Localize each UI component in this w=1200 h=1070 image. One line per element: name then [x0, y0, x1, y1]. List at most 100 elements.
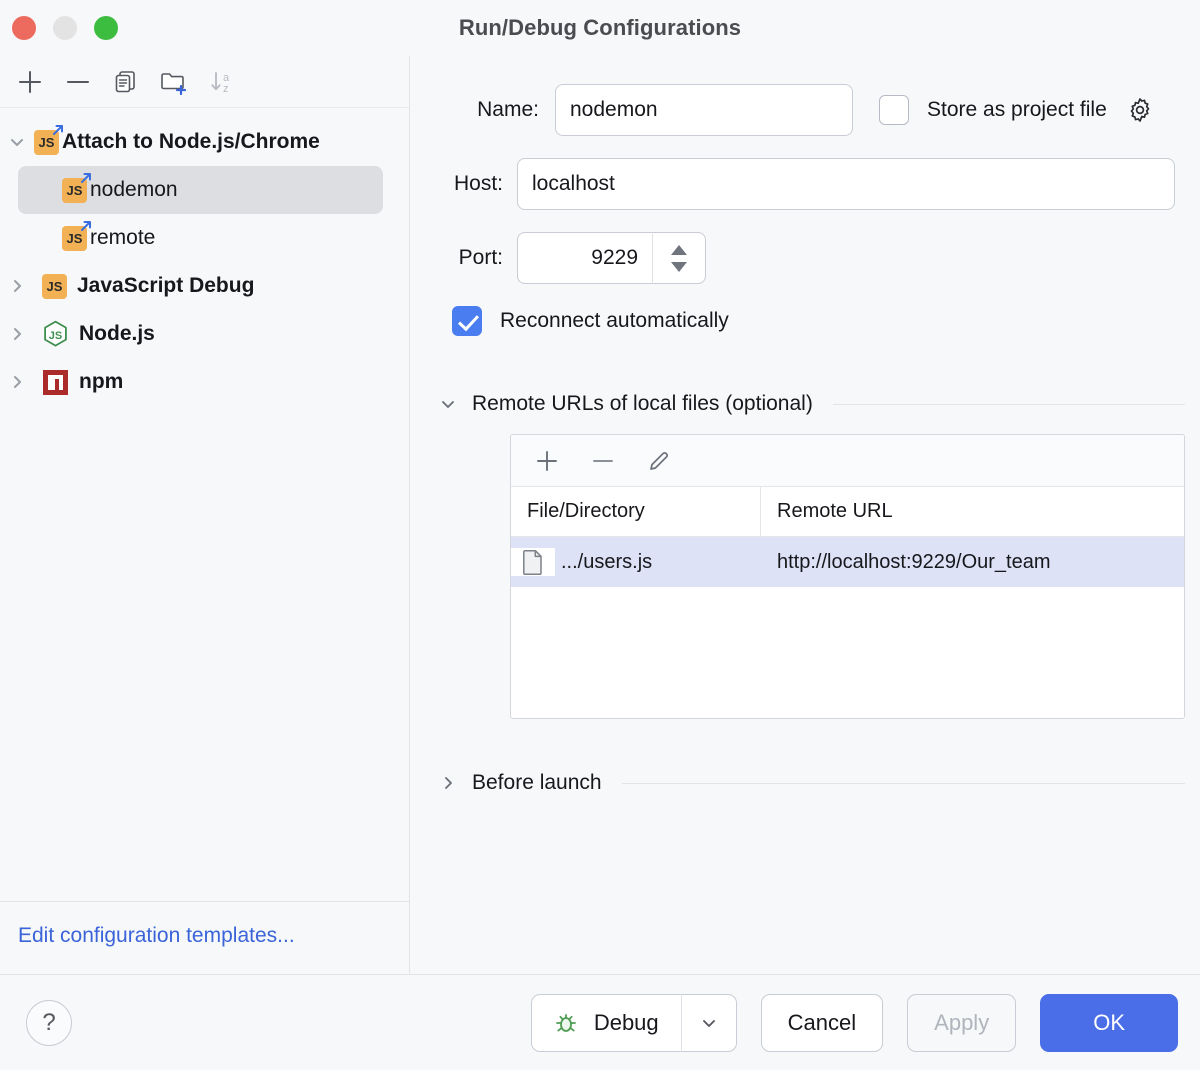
- remote-urls-table-header: File/Directory Remote URL: [511, 487, 1184, 537]
- host-input[interactable]: [517, 158, 1175, 210]
- copy-configuration-button[interactable]: [104, 62, 148, 102]
- chevron-right-icon[interactable]: [0, 372, 34, 392]
- tree-item-nodejs[interactable]: JS Node.js: [0, 310, 409, 358]
- port-label: Port:: [458, 246, 503, 269]
- reconnect-automatically-label: Reconnect automatically: [500, 309, 729, 332]
- chevron-right-icon[interactable]: [0, 324, 34, 344]
- configurations-toolbar: a z: [0, 56, 409, 108]
- chevron-right-icon[interactable]: [0, 276, 34, 296]
- tree-item-attach-to-nodejs-chrome[interactable]: JS Attach to Node.js/Chrome: [0, 118, 409, 166]
- port-stepper: [517, 232, 706, 284]
- table-empty-area: [511, 587, 1184, 718]
- edit-configuration-templates-link[interactable]: Edit configuration templates...: [18, 924, 295, 947]
- chevron-down-icon[interactable]: [438, 394, 458, 414]
- chevron-down-icon[interactable]: [0, 132, 34, 152]
- dialog-footer: ? Debug Cancel Apply OK: [0, 974, 1200, 1070]
- name-label: Name:: [477, 98, 539, 121]
- remove-url-mapping-button[interactable]: [583, 441, 623, 481]
- host-label: Host:: [453, 172, 503, 195]
- store-as-project-file-row: Store as project file: [879, 95, 1155, 125]
- debug-split-button: Debug: [530, 993, 737, 1052]
- chevron-right-icon[interactable]: [438, 773, 458, 793]
- port-input[interactable]: [517, 232, 652, 284]
- reconnect-automatically-checkbox[interactable]: [452, 306, 482, 336]
- debug-button[interactable]: Debug: [530, 993, 681, 1052]
- remote-urls-title: Remote URLs of local files (optional): [472, 392, 813, 415]
- port-spinner-buttons[interactable]: [652, 232, 706, 284]
- tree-item-label: nodemon: [90, 178, 178, 201]
- ok-button[interactable]: OK: [1040, 993, 1178, 1052]
- svg-text:JS: JS: [49, 330, 62, 342]
- cell-file-value: .../users.js: [561, 550, 653, 573]
- bug-icon: [552, 1009, 580, 1037]
- debug-button-label: Debug: [593, 1009, 659, 1035]
- spinner-up-icon[interactable]: [671, 244, 687, 255]
- tree-item-nodemon[interactable]: JS nodemon: [18, 166, 383, 214]
- maximize-window-button[interactable]: [94, 16, 118, 40]
- close-window-button[interactable]: [12, 16, 36, 40]
- store-as-project-file-label: Store as project file: [927, 98, 1107, 121]
- tree-item-label: npm: [79, 370, 124, 393]
- cancel-button[interactable]: Cancel: [760, 993, 884, 1052]
- svg-text:a: a: [223, 72, 230, 84]
- cell-url-value: http://localhost:9229/Our_team: [777, 550, 1051, 573]
- debug-dropdown-button[interactable]: [680, 993, 737, 1052]
- remote-urls-header[interactable]: Remote URLs of local files (optional): [438, 392, 1185, 416]
- table-row[interactable]: .../users.js http://localhost:9229/Our_t…: [511, 537, 1184, 587]
- column-header-remote-url[interactable]: Remote URL: [777, 500, 893, 522]
- footer-buttons: Debug Cancel Apply OK: [530, 993, 1178, 1052]
- configuration-form: Name: Store as project file: [410, 56, 1200, 795]
- configurations-panel: a z JS: [0, 56, 410, 974]
- js-attach-icon: JS: [62, 172, 91, 203]
- apply-button: Apply: [907, 993, 1017, 1052]
- page-title: Run/Debug Configurations: [458, 15, 742, 40]
- js-attach-icon: JS: [62, 220, 91, 251]
- sort-configurations-button[interactable]: a z: [200, 62, 244, 102]
- dialog-body: a z JS: [0, 56, 1200, 974]
- host-row: Host:: [410, 158, 1200, 210]
- reconnect-row: Reconnect automatically: [410, 306, 1200, 336]
- remove-configuration-button[interactable]: [56, 62, 100, 102]
- tree-item-label: Attach to Node.js/Chrome: [62, 130, 320, 153]
- title-bar: Run/Debug Configurations: [0, 0, 1200, 56]
- name-input[interactable]: [555, 84, 853, 136]
- section-divider: [621, 782, 1185, 784]
- cell-remote-url[interactable]: http://localhost:9229/Our_team: [761, 537, 1184, 587]
- svg-text:z: z: [223, 83, 229, 95]
- before-launch-section: Before launch: [410, 771, 1200, 795]
- new-folder-button[interactable]: [152, 62, 196, 102]
- add-url-mapping-button[interactable]: [527, 441, 567, 481]
- remote-urls-table-toolbar: [511, 435, 1184, 487]
- tree-item-npm[interactable]: npm: [0, 358, 409, 406]
- edit-url-mapping-button[interactable]: [639, 441, 679, 481]
- gear-icon[interactable]: [1125, 95, 1155, 125]
- window-controls: [12, 16, 118, 40]
- nodejs-icon: JS: [42, 320, 69, 349]
- before-launch-title: Before launch: [472, 771, 602, 794]
- port-row: Port:: [410, 232, 1200, 284]
- column-header-file-directory[interactable]: File/Directory: [511, 487, 761, 536]
- tree-item-remote[interactable]: JS remote: [0, 214, 409, 262]
- minimize-window-button[interactable]: [53, 16, 77, 40]
- js-attach-icon: JS: [34, 124, 63, 155]
- configurations-tree: JS Attach to Node.js/Chrome JS: [0, 108, 409, 901]
- file-icon: [511, 548, 555, 576]
- spinner-down-icon[interactable]: [671, 261, 687, 272]
- npm-icon: [42, 369, 69, 396]
- remote-urls-table: File/Directory Remote URL: [510, 434, 1185, 719]
- tree-item-label: remote: [90, 226, 156, 249]
- edit-templates-row: Edit configuration templates...: [0, 901, 409, 974]
- remote-urls-section: Remote URLs of local files (optional): [410, 392, 1200, 719]
- name-row: Name: Store as project file: [410, 84, 1200, 136]
- configuration-editor-panel: Name: Store as project file: [410, 56, 1200, 974]
- tree-item-label: JavaScript Debug: [77, 274, 255, 297]
- store-as-project-file-checkbox[interactable]: [879, 95, 909, 125]
- help-button[interactable]: ?: [26, 999, 72, 1046]
- section-divider: [832, 403, 1185, 405]
- tree-item-javascript-debug[interactable]: JS JavaScript Debug: [0, 262, 409, 310]
- add-configuration-button[interactable]: [8, 62, 52, 102]
- tree-item-label: Node.js: [79, 322, 155, 345]
- before-launch-header[interactable]: Before launch: [438, 771, 1185, 795]
- cell-file-directory[interactable]: .../users.js: [511, 537, 761, 587]
